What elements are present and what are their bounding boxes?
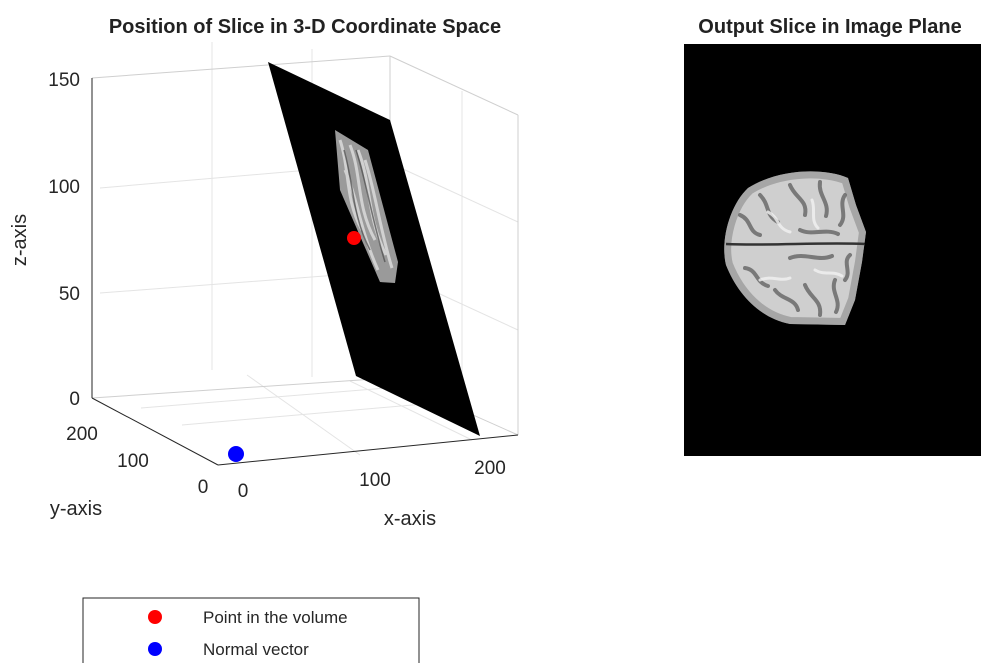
z-tick-label: 0 bbox=[69, 389, 80, 410]
x-tick-label: 100 bbox=[359, 470, 391, 491]
y-tick-label: 100 bbox=[117, 451, 149, 472]
z-tick-labels: 150 100 50 0 bbox=[48, 70, 80, 410]
brain-slice-image bbox=[724, 171, 866, 325]
x-axis-label: x-axis bbox=[384, 508, 436, 530]
z-tick-label: 50 bbox=[59, 284, 80, 305]
z-tick-label: 100 bbox=[48, 177, 80, 198]
z-tick-label: 150 bbox=[48, 70, 80, 91]
axes-lines bbox=[91, 78, 519, 466]
legend-box bbox=[82, 597, 420, 663]
legend-marker-point bbox=[148, 610, 162, 624]
midline-fissure bbox=[725, 242, 866, 246]
x-tick-label: 200 bbox=[474, 458, 506, 479]
output-slice-panel: Output Slice in Image Plane bbox=[684, 16, 981, 456]
legend-label-normal: Normal vector bbox=[203, 640, 309, 659]
x-tick-label: 0 bbox=[238, 481, 249, 502]
plot-3d: Position of Slice in 3-D Coordinate Spac… bbox=[9, 16, 519, 663]
normal-vector-marker bbox=[228, 446, 244, 462]
legend: Point in the volume Normal vector bbox=[82, 597, 420, 663]
point-in-volume-marker bbox=[347, 231, 361, 245]
legend-marker-normal bbox=[148, 642, 162, 656]
x-tick-labels: 0 100 200 bbox=[238, 458, 506, 502]
z-axis-label: z-axis bbox=[9, 214, 31, 266]
legend-label-point: Point in the volume bbox=[203, 608, 348, 627]
output-slice-title: Output Slice in Image Plane bbox=[698, 16, 961, 38]
y-tick-labels: 200 100 0 bbox=[66, 424, 208, 498]
y-axis-label: y-axis bbox=[50, 498, 102, 520]
slice-brain-image bbox=[335, 130, 398, 283]
y-tick-label: 200 bbox=[66, 424, 98, 445]
y-tick-label: 0 bbox=[198, 477, 209, 498]
plot-3d-title: Position of Slice in 3-D Coordinate Spac… bbox=[109, 16, 501, 38]
